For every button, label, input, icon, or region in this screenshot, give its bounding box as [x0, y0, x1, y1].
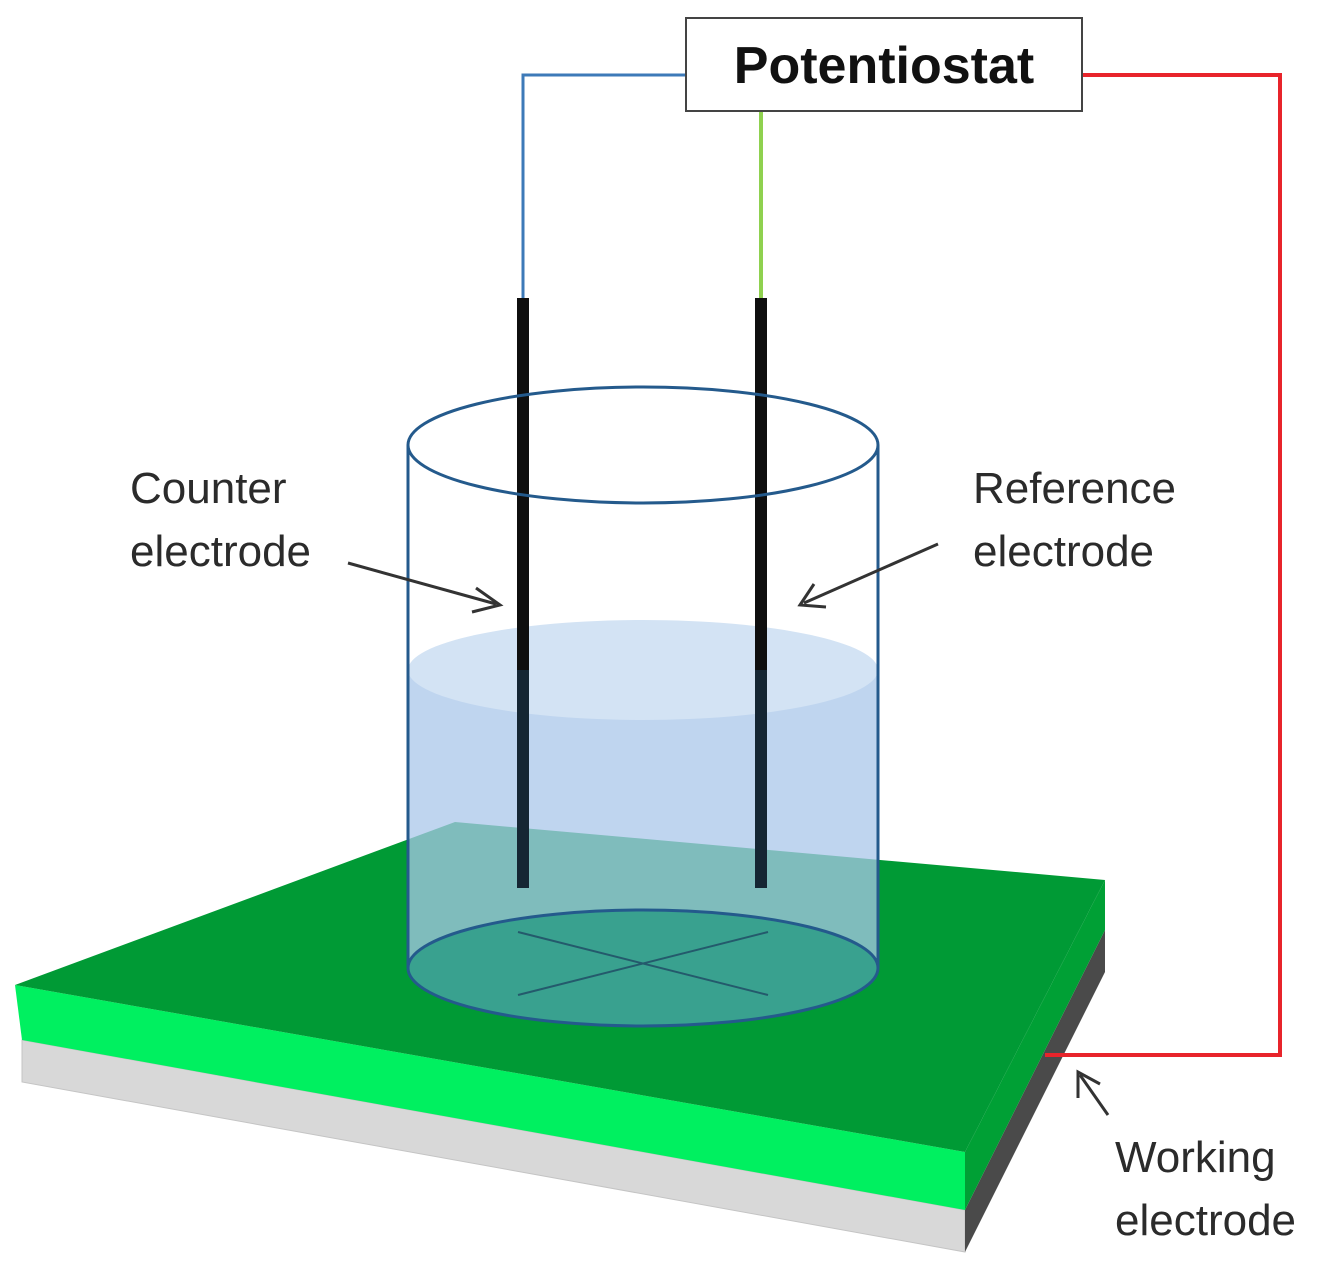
- reference-electrode-label-line2: electrode: [973, 527, 1154, 576]
- base-cross-line-b: [517, 931, 769, 996]
- beaker-rim: [406, 385, 880, 505]
- working-wire: [1045, 73, 1282, 1057]
- counter-electrode-label-line1: Counter: [130, 464, 287, 513]
- potentiostat-box: [685, 17, 1083, 112]
- counter-wire: [521, 73, 688, 298]
- counter-arrow: [347, 561, 504, 614]
- beaker-base-ellipse: [406, 908, 880, 1028]
- electrolyte-surface: [408, 620, 878, 720]
- counter-electrode-label-line2: electrode: [130, 527, 311, 576]
- working-electrode-plate-front: [15, 985, 965, 1210]
- working-electrode-plate-side: [965, 880, 1105, 1210]
- counter-electrode-submerged: [517, 670, 529, 888]
- reference-arrow: [797, 542, 939, 609]
- working-electrode-label-line1: Working: [1115, 1133, 1276, 1182]
- potentiostat-label: Potentiostat: [734, 37, 1034, 95]
- working-electrode-label-line2: electrode: [1115, 1196, 1296, 1245]
- working-arrow: [1076, 1069, 1110, 1116]
- reference-electrode-submerged: [755, 670, 767, 888]
- substrate-side: [965, 930, 1105, 1252]
- reference-electrode-label-line1: Reference: [973, 464, 1176, 513]
- beaker: [406, 445, 880, 1028]
